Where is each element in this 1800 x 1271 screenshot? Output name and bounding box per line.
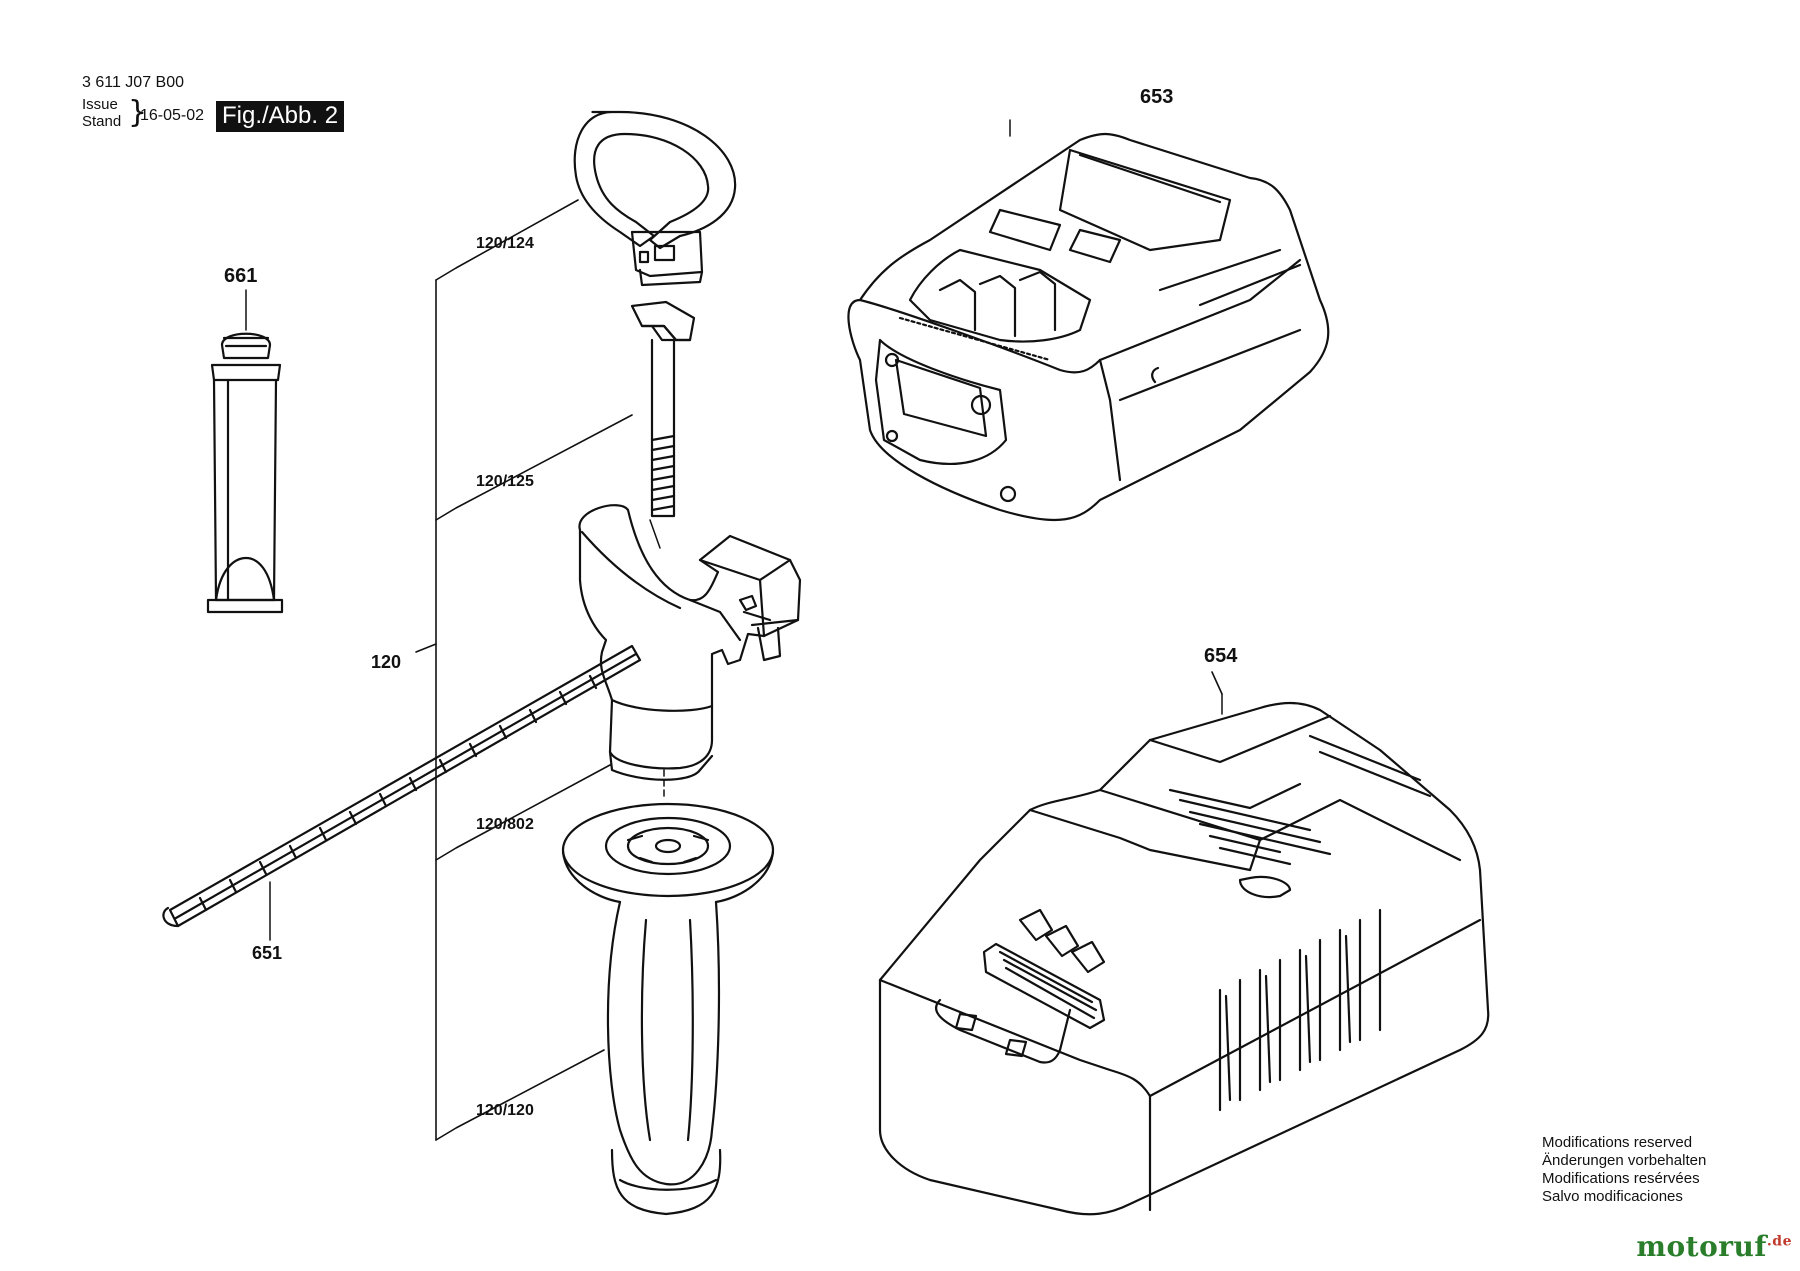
callout-654: 654 (1204, 645, 1238, 667)
issue-date: 16-05-02 (140, 107, 205, 124)
watermark-text: motoruf (1636, 1230, 1767, 1263)
callout-120-120: 120/120 (476, 1102, 534, 1119)
leader-lines (415, 199, 1223, 1141)
callout-653: 653 (1140, 86, 1173, 108)
brace-glyph: } (128, 95, 148, 130)
charger-654 (878, 693, 1490, 1216)
issue-label: Issue (82, 96, 118, 113)
side-handle-120-120 (561, 769, 775, 1216)
callout-120: 120 (371, 652, 401, 672)
clamp-bolt-120-125 (630, 300, 696, 549)
notice-es: Salvo modificaciones (1542, 1188, 1683, 1205)
callout-120-802: 120/802 (476, 816, 534, 833)
callout-651: 651 (252, 943, 282, 963)
notice-fr: Modifications resérvées (1542, 1170, 1700, 1187)
callout-120-124: 120/124 (476, 235, 534, 252)
handle-clamp-head-120 (578, 504, 802, 781)
modifications-notice: Modifications reserved Änderungen vorbeh… (1542, 1134, 1706, 1206)
callout-661: 661 (224, 265, 257, 287)
watermark-domain: .de (1766, 1233, 1792, 1250)
figure-badge: Fig./Abb. 2 (216, 101, 345, 132)
depth-rod-651 (162, 644, 642, 941)
watermark-logo: motoruf.de (1636, 1230, 1792, 1263)
notice-de: Änderungen vorbehalten (1542, 1152, 1707, 1169)
battery-pack-653 (847, 119, 1330, 522)
part-number: 3 611 J07 B00 (82, 74, 185, 91)
callout-120-125: 120/125 (476, 473, 534, 490)
notice-en: Modifications reserved (1542, 1134, 1693, 1151)
clamp-strap-120-124 (573, 110, 737, 287)
stand-label: Stand (82, 113, 122, 130)
grease-tube-661 (206, 289, 284, 614)
issue-stand-label: Issue Stand (82, 96, 121, 130)
